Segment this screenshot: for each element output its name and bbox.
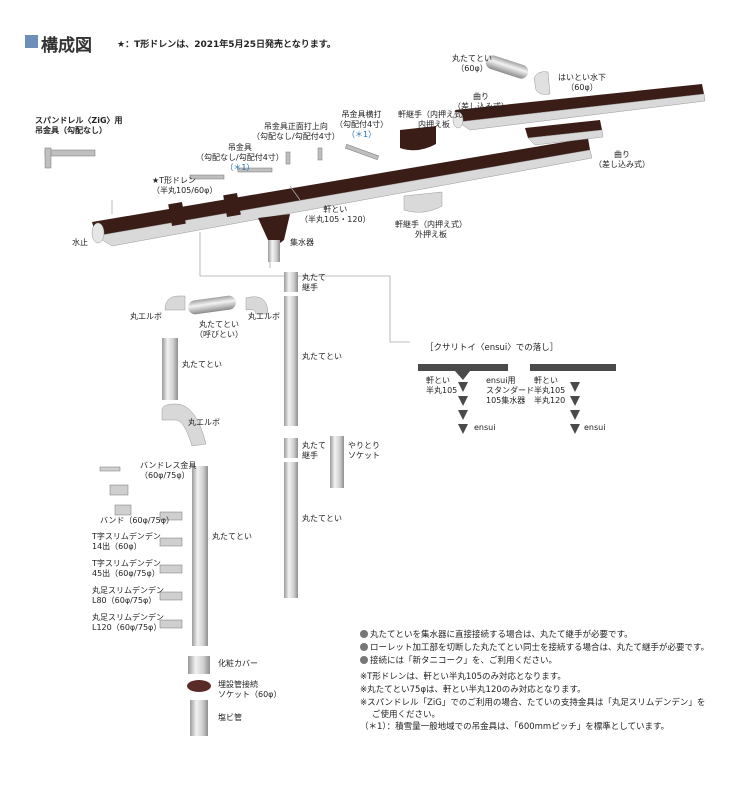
bullet-icon: [360, 643, 368, 651]
bullet-icon: [360, 630, 368, 638]
label-magari-top: 曲り（差し込み式）: [453, 92, 509, 111]
label-tsugite-outer: 軒継手（内押え式）外押え板: [395, 220, 467, 239]
label-marutatoi-b: 丸たてとい: [212, 532, 252, 541]
collector: [258, 214, 290, 262]
label-marutate-tsugite-2: 丸たて継手: [302, 441, 326, 460]
note-2: ローレット加工部を切断した丸たてとい同士を接続する場合は、丸たて継手が必要です。: [360, 643, 709, 654]
label-maru-elbow-1: 丸エルボ: [130, 312, 162, 321]
label-marutatoi-d: 丸たてとい: [302, 514, 342, 523]
label-tsuri-shomen: 吊金具正面打上向（勾配なし/勾配付4寸）: [252, 122, 340, 141]
top-pipe: [485, 55, 551, 95]
label-nokitoi: 軒とい（半丸105・120）: [300, 205, 371, 224]
label-mizujimari: 水止: [72, 238, 88, 247]
label-enbi: 塩ビ管: [218, 713, 242, 722]
label-kesho-cover: 化粧カバー: [218, 659, 258, 668]
kusari-title: ［クサリトイ〈ensui〉での落し］: [425, 343, 559, 353]
label-marutatoi-top: 丸たてとい（60φ）: [452, 54, 492, 73]
label-bandless: バンドレス金具（60φ/75φ）: [140, 461, 197, 480]
main-gutter: [91, 138, 593, 247]
note-3: 接続には「新タニコーク」を、ご利用ください。: [360, 656, 557, 667]
kusari-ensui-left: ensui: [474, 423, 496, 432]
label-tsuri-kanagu: 吊金具（勾配なし/勾配付4寸）（＊1）: [196, 143, 284, 172]
middle-downpipe: [284, 272, 344, 598]
label-marutate-tsugite-1: 丸たて継手: [302, 273, 326, 292]
note-6: ※スパンドレル「ZiG」でのご利用の場合、たていの支持金具は「丸足スリムデンデン…: [360, 698, 706, 708]
label-marutatoi-yobi: 丸たてとい（呼びとい）: [195, 320, 243, 339]
upper-gutter: [452, 84, 706, 131]
note-1: 丸たてといを集水器に直接接続する場合は、丸たて継手が必要です。: [360, 630, 633, 641]
label-maisetsu: 埋設管接続ソケット（60φ）: [218, 680, 282, 699]
label-shusuiki: 集水器: [290, 238, 314, 247]
label-band: バンド（60φ/75φ）: [100, 516, 175, 525]
note-7: ご使用ください。: [372, 710, 441, 720]
label-maru-elbow-3: 丸エルボ: [188, 418, 220, 427]
joint-plate-outer: [403, 191, 443, 213]
label-tsugite-inner: 軒継手（内押え式）内押え板: [398, 110, 470, 129]
joint-plate-inner: [400, 126, 436, 151]
kusari-left-gutter: 軒とい半丸105: [426, 376, 458, 395]
left-downpipe: [161, 295, 269, 736]
right-gutter: [525, 120, 604, 146]
kusari-diagram: [418, 364, 616, 434]
label-tsuri-yoko: 吊金具横打（勾配付4寸）（＊1）: [335, 110, 389, 139]
kusari-ensui-right: ensui: [584, 423, 606, 432]
title-mark: [25, 35, 38, 48]
connector-lines: [111, 185, 410, 343]
label-spandrel: スパンドレル〈ZiG〉用吊金具（勾配なし）: [35, 116, 123, 135]
label-magari-right: 曲り（差し込み式）: [594, 150, 650, 169]
page-title: 構成図: [41, 36, 92, 56]
note-8: （＊1）：積雪量一般地域での吊金具は、「600mmピッチ」を標準としています。: [360, 722, 670, 732]
label-haitoi: はいとい水下（60φ）: [558, 73, 606, 92]
label-yaritori: やりとりソケット: [348, 441, 380, 460]
label-t-drain: ★T形ドレン（半丸105/60φ）: [152, 176, 218, 195]
note-4: ※T形ドレンは、軒とい半丸105のみ対応となります。: [360, 672, 566, 682]
bullet-icon: [360, 656, 368, 664]
label-marutatoi-c: 丸たてとい: [302, 352, 342, 361]
hanger-brackets: [44, 143, 379, 180]
note-5: ※丸たてとい75φは、軒とい半丸120のみ対応となります。: [360, 685, 586, 695]
label-maru-elbow-2: 丸エルボ: [248, 312, 280, 321]
small-fittings: [99, 466, 183, 629]
label-marutatoi-a: 丸たてとい: [182, 360, 222, 369]
release-note: ★：T形ドレンは、2021年5月25日発売となります。: [117, 40, 336, 50]
